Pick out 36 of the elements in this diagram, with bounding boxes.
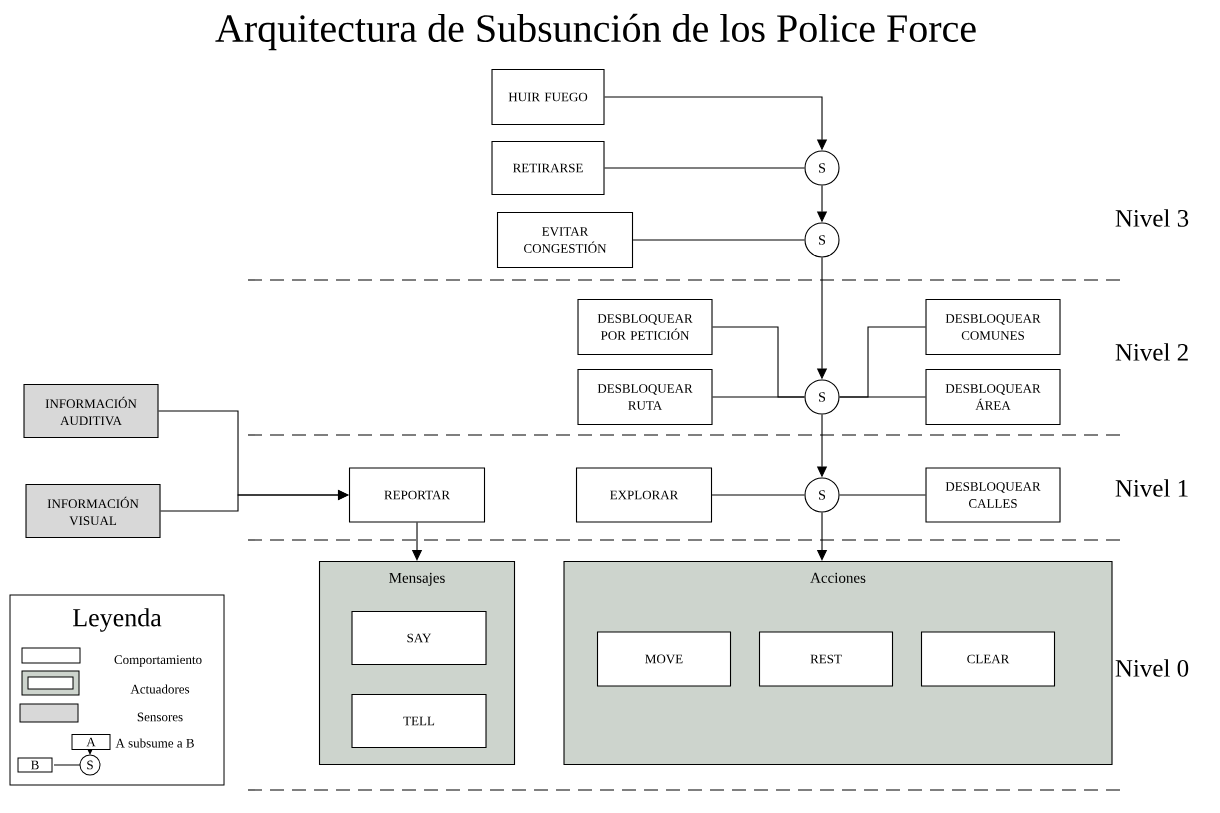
legend-sample-box: B bbox=[17, 757, 53, 773]
behavior-box: TELL bbox=[351, 693, 487, 749]
level-label: Nivel 3 bbox=[1115, 209, 1189, 227]
connector bbox=[712, 396, 805, 398]
connector bbox=[839, 396, 926, 398]
legend-text: A subsume a B bbox=[115, 738, 194, 748]
behavior-box: RETIRARSE bbox=[491, 140, 605, 196]
level-label: Nivel 0 bbox=[1115, 659, 1189, 677]
legend-text: Actuadores bbox=[130, 684, 190, 694]
behavior-box: EVITAR CONGESTIÓN bbox=[496, 211, 634, 269]
behavior-box: HUIR FUEGO bbox=[491, 68, 605, 126]
sensor-box: INFORMACIÓN VISUAL bbox=[25, 483, 161, 539]
behavior-box: REPORTAR bbox=[348, 467, 486, 523]
legend-title: Leyenda bbox=[73, 608, 162, 632]
behavior-box: DESBLOQUEAR ÁREA bbox=[925, 368, 1061, 426]
connector bbox=[160, 489, 349, 512]
behavior-box: REST bbox=[758, 631, 894, 687]
connector bbox=[632, 239, 805, 241]
behavior-box: MOVE bbox=[596, 631, 732, 687]
legend-sample-box: A bbox=[71, 734, 111, 750]
legend-text: Sensores bbox=[137, 712, 183, 722]
title: Arquitectura de Subsunción de los Police Force bbox=[215, 13, 976, 51]
behavior-box: DESBLOQUEAR COMUNES bbox=[925, 298, 1061, 356]
behavior-box: DESBLOQUEAR RUTA bbox=[577, 368, 713, 426]
behavior-box: EXPLORAR bbox=[575, 467, 713, 523]
connector bbox=[711, 494, 805, 496]
behavior-box: CLEAR bbox=[920, 631, 1056, 687]
level-label: Nivel 2 bbox=[1115, 343, 1188, 361]
connector bbox=[839, 494, 926, 496]
legend-text: Comportamiento bbox=[114, 655, 202, 667]
sensor-box: INFORMACIÓN AUDITIVA bbox=[23, 383, 159, 439]
behavior-box: DESBLOQUEAR CALLES bbox=[925, 467, 1061, 523]
behavior-box: DESBLOQUEAR POR PETICIÓN bbox=[577, 298, 713, 356]
level-label: Nivel 1 bbox=[1115, 479, 1188, 497]
connector bbox=[604, 167, 805, 169]
behavior-box: SAY bbox=[351, 610, 487, 666]
